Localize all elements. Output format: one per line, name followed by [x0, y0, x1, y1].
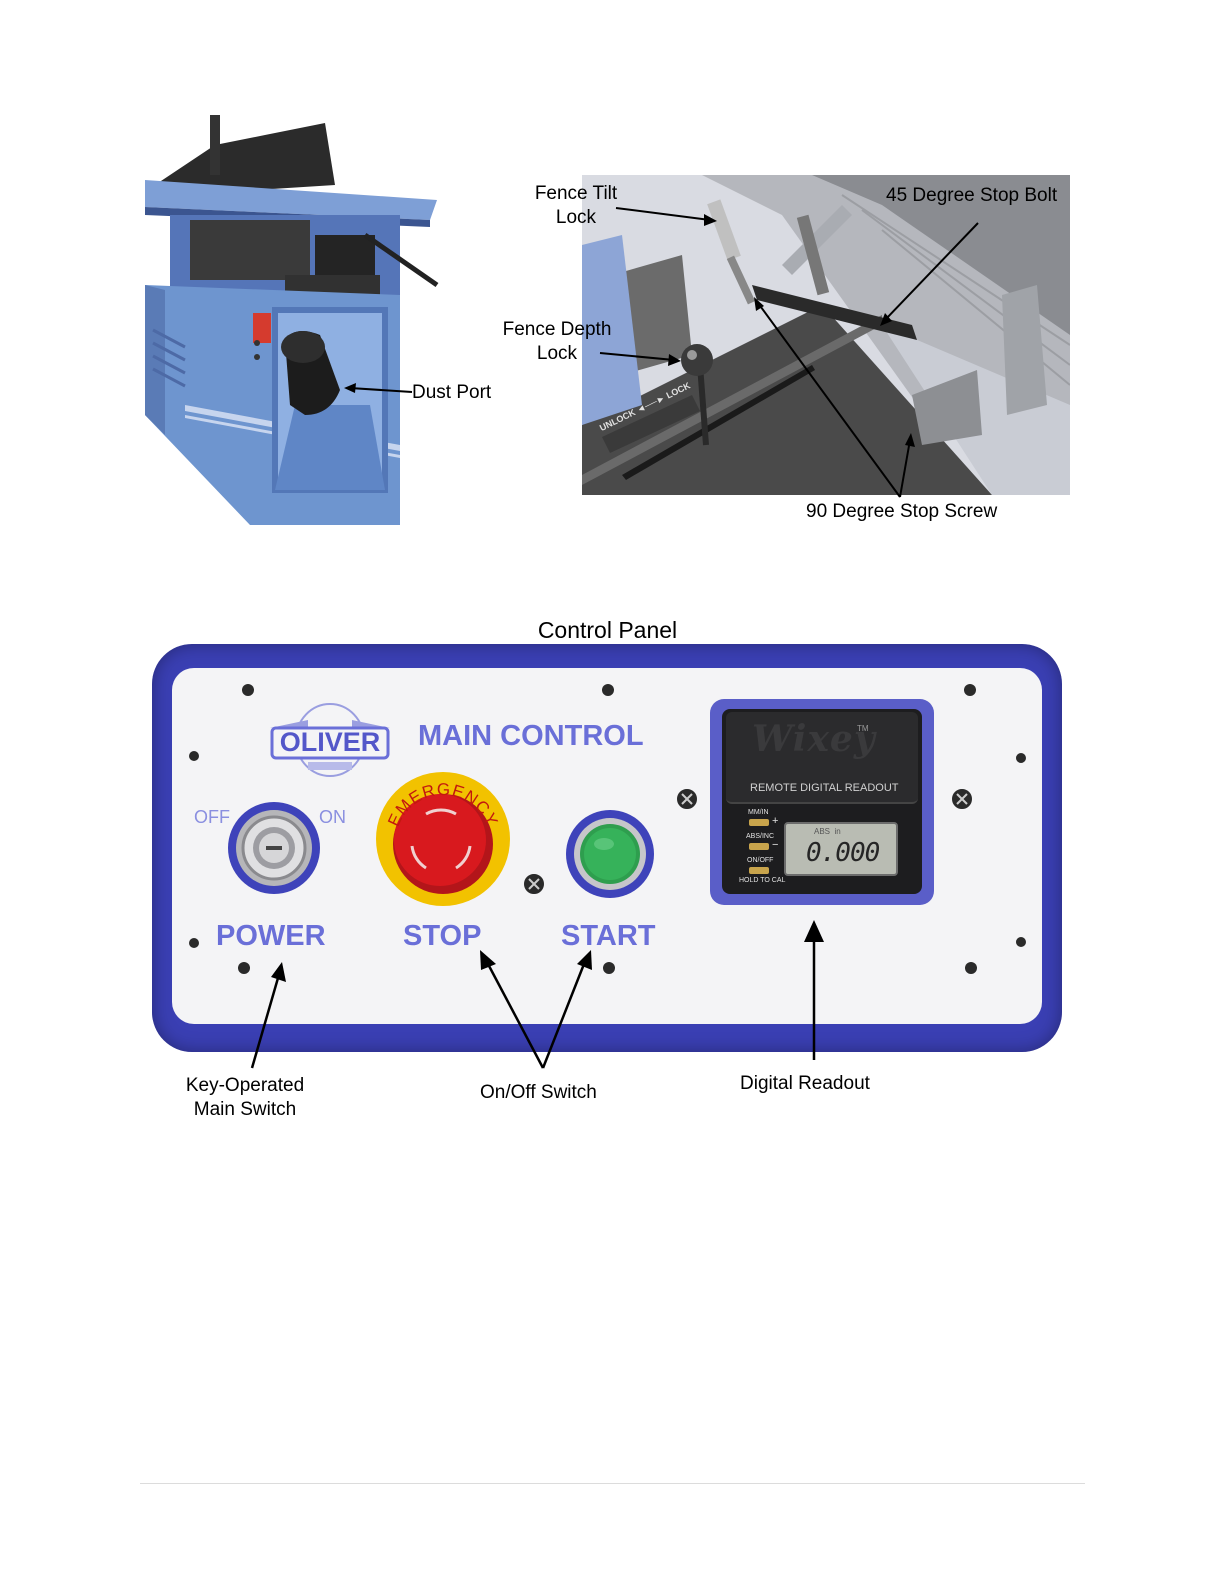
emergency-stop-button[interactable]: EMERGENCY — [374, 770, 512, 908]
mm-in-label: MM/IN — [748, 809, 769, 816]
digital-readout-arrowhead — [804, 920, 824, 942]
mm-in-button[interactable] — [749, 819, 769, 826]
readout-subtitle: REMOTE DIGITAL READOUT — [750, 782, 899, 794]
oliver-logo: OLIVER — [268, 700, 392, 780]
digital-readout-callout: Digital Readout — [740, 1073, 870, 1094]
fence-depth-lock-label: Fence Depth Lock — [497, 318, 617, 366]
power-label: POWER — [216, 920, 326, 952]
on-off-label: ON/OFF — [747, 857, 774, 864]
wixey-brand: Wixey — [752, 718, 876, 760]
lcd-display — [784, 822, 898, 876]
key-on-label: ON — [319, 807, 346, 827]
fence-tilt-lock-line1: Fence Tilt — [534, 183, 618, 204]
fence-tilt-lock-label: Fence Tilt Lock — [526, 182, 626, 230]
lcd-mode: ABS in — [814, 827, 841, 836]
dust-port-photo — [145, 115, 445, 525]
fence-depth-lock-line2: Lock — [536, 343, 578, 364]
dust-port-arrow — [344, 383, 413, 393]
fence-photo — [582, 175, 1070, 495]
minus-symbol: − — [772, 839, 779, 851]
readout-cover — [726, 712, 918, 804]
fence-tilt-lock-line2: Lock — [555, 207, 597, 228]
footer-divider — [140, 1483, 1085, 1484]
oliver-logo-text: OLIVER — [279, 727, 381, 757]
start-label: START — [561, 920, 656, 952]
key-switch[interactable] — [226, 800, 322, 896]
onoff-switch-callout: On/Off Switch — [480, 1082, 597, 1103]
fence-callout-arrows — [599, 207, 979, 498]
on-off-button[interactable] — [749, 867, 769, 874]
lcd-value: 0.000 — [806, 838, 880, 868]
plus-symbol: + — [772, 815, 779, 827]
panel-screws — [189, 684, 1026, 974]
hold-to-cal-label: HOLD TO CAL — [739, 877, 786, 884]
stop-label: STOP — [403, 920, 482, 952]
abs-inc-label: ABS/INC — [746, 833, 775, 840]
fence-depth-lock-line1: Fence Depth — [502, 319, 612, 340]
dust-port-label: Dust Port — [412, 382, 492, 403]
control-panel-arrows — [250, 940, 816, 1069]
stop-screw-90-label: 90 Degree Stop Screw — [806, 501, 998, 522]
key-off-label: OFF — [194, 807, 230, 827]
key-switch-callout: Key-Operated Main Switch — [170, 1074, 320, 1122]
key-switch-callout-line1: Key-Operated — [185, 1075, 305, 1096]
stop-bolt-45-label: 45 Degree Stop Bolt — [886, 185, 1058, 206]
main-control-title: MAIN CONTROL — [418, 720, 644, 752]
control-panel-heading: Control Panel — [537, 617, 678, 643]
abs-inc-button[interactable] — [749, 843, 769, 850]
start-button[interactable] — [564, 808, 656, 900]
wixey-trademark: TM — [857, 724, 869, 733]
key-switch-callout-line2: Main Switch — [193, 1099, 297, 1120]
